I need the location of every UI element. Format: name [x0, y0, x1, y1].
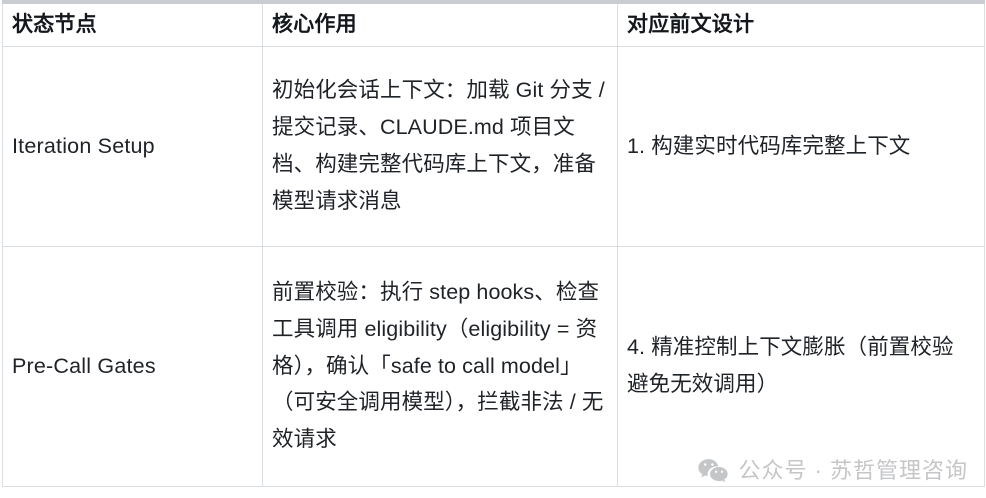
- table-row: Iteration Setup 初始化会话上下文：加载 Git 分支 / 提交记…: [2, 46, 985, 247]
- core-role-text: 初始化会话上下文：加载 Git 分支 / 提交记录、CLAUDE.md 项目文档…: [272, 78, 605, 213]
- column-header-prior-design: 对应前文设计: [617, 2, 985, 47]
- column-header-core-role: 核心作用: [262, 2, 618, 47]
- cell-core-role: 前置校验：执行 step hooks、检查工具调用 eligibility（el…: [262, 246, 618, 487]
- table-row: Pre-Call Gates 前置校验：执行 step hooks、检查工具调用…: [2, 246, 985, 487]
- state-node-table: 状态节点 核心作用 对应前文设计 Iteration Setup 初始化会话上下…: [2, 0, 985, 487]
- table-body: Iteration Setup 初始化会话上下文：加载 Git 分支 / 提交记…: [2, 46, 985, 487]
- cell-prior-design: 1. 构建实时代码库完整上下文: [617, 46, 985, 247]
- state-node-label: Pre-Call Gates: [12, 353, 156, 378]
- state-node-label: Iteration Setup: [12, 133, 155, 158]
- cell-state-node: Iteration Setup: [2, 46, 263, 247]
- prior-design-text: 4. 精准控制上下文膨胀（前置校验避免无效调用）: [627, 335, 954, 396]
- table-header-row: 状态节点 核心作用 对应前文设计: [2, 2, 985, 47]
- cell-prior-design: 4. 精准控制上下文膨胀（前置校验避免无效调用）: [617, 246, 985, 487]
- prior-design-text: 1. 构建实时代码库完整上下文: [627, 133, 911, 158]
- cell-state-node: Pre-Call Gates: [2, 246, 263, 487]
- table-header: 状态节点 核心作用 对应前文设计: [2, 2, 985, 47]
- cell-core-role: 初始化会话上下文：加载 Git 分支 / 提交记录、CLAUDE.md 项目文档…: [262, 46, 618, 247]
- column-header-state-node: 状态节点: [2, 2, 263, 47]
- core-role-text: 前置校验：执行 step hooks、检查工具调用 eligibility（el…: [272, 279, 604, 452]
